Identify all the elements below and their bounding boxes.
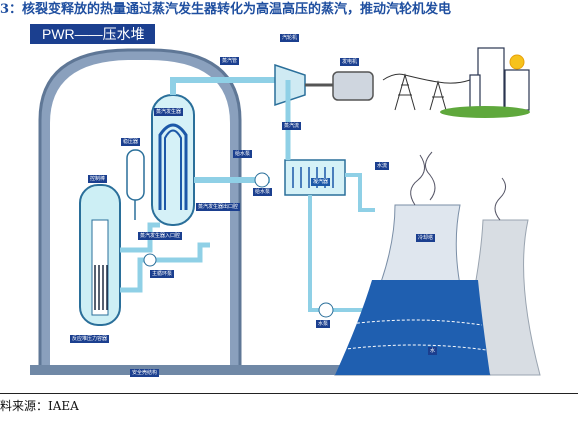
water-pump-icon: [318, 302, 334, 318]
diagram-title: PWR——压水堆: [30, 24, 155, 44]
label-pressurizer: 稳压器: [121, 138, 141, 146]
label-reactor-vessel: 反应堆压力容器: [70, 335, 110, 343]
footer-rule: [0, 393, 578, 394]
power-lines: [382, 73, 471, 111]
pwr-diagram: PWR——压水堆 蒸汽管 汽轮机 发电机 蒸汽发生器 蒸汽流 稳压器 控制棒 给…: [0, 20, 578, 392]
label-steam-generator: 蒸汽发生器: [154, 108, 184, 116]
label-water: 水: [428, 347, 438, 355]
label-generator: 发电机: [340, 58, 360, 66]
label-control-rods: 控制棒: [88, 175, 108, 183]
figure-caption: 3：核裂变释放的热量通过蒸汽发生器转化为高温高压的蒸汽，推动汽轮机发电: [0, 2, 452, 17]
label-sg-outlet: 蒸汽发生器出口腔: [196, 203, 241, 211]
label-steam-pipe: 蒸汽管: [220, 57, 240, 65]
label-water-flow: 水流: [375, 162, 390, 170]
label-feedwater-pump: 给水泵: [233, 150, 253, 158]
label-cooling-tower: 冷却塔: [416, 234, 436, 242]
label-pump: 水泵: [316, 320, 331, 328]
label-turbine: 汽轮机: [280, 34, 300, 42]
label-sg-inlet: 蒸汽发生器入口腔: [138, 232, 183, 240]
pressurizer: [126, 149, 145, 201]
source-note: 料来源：IAEA: [0, 399, 79, 413]
label-containment: 安全壳结构: [130, 369, 160, 377]
label-steam-flow: 蒸汽流: [282, 122, 302, 130]
label-main-pump: 主循环泵: [150, 270, 175, 278]
steam-plume: [410, 151, 506, 221]
pwr-diagram-art: [30, 47, 541, 376]
sun-icon: [509, 54, 525, 70]
condenser: [284, 159, 346, 196]
main-pump-icon: [143, 253, 157, 267]
feedwater-pump-icon: [254, 172, 270, 188]
label-feedwater-pump-2: 给水泵: [253, 188, 273, 196]
label-condenser: 凝汽器: [311, 178, 331, 186]
generator: [332, 71, 374, 101]
